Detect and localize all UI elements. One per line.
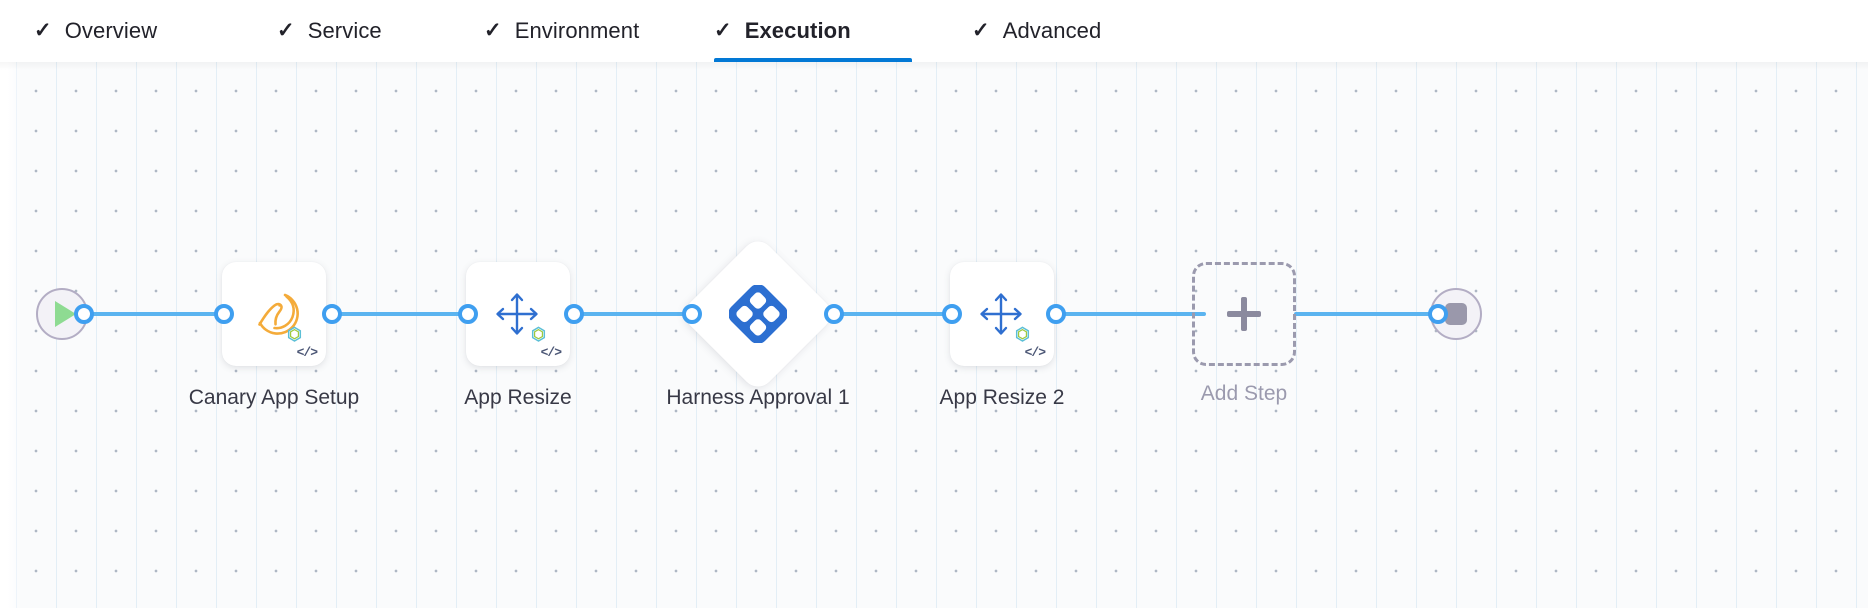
port-approval-in[interactable] (682, 304, 702, 324)
port-start-out[interactable] (74, 304, 94, 324)
tab-advanced[interactable]: ✓ Advanced (972, 0, 1147, 62)
edge-approval-to-appresize2 (828, 312, 958, 316)
tab-environment[interactable]: ✓ Environment (484, 0, 689, 62)
step-label-app-resize: App Resize (464, 386, 572, 409)
step-label-canary-app-setup: Canary App Setup (188, 386, 360, 409)
resize-arrows-icon (975, 289, 1030, 342)
tab-label: Overview (64, 18, 158, 43)
stop-icon (1445, 303, 1467, 325)
port-appresize-in[interactable] (458, 304, 478, 324)
tab-execution[interactable]: ✓ Execution (714, 0, 912, 62)
edge-start-to-canary (86, 312, 236, 316)
port-appresize2-in[interactable] (942, 304, 962, 324)
step-label-harness-approval-1: Harness Approval 1 (666, 386, 850, 409)
tab-service[interactable]: ✓ Service (277, 0, 427, 62)
step-node-app-resize-2[interactable]: </> (950, 262, 1054, 366)
code-icon[interactable]: </> (296, 345, 318, 360)
edge-appresize2-to-addstep (1056, 312, 1206, 316)
hexagon-badge-icon (286, 326, 303, 343)
pipeline-canvas[interactable]: </> Canary App Setup </> App Resize (0, 62, 1868, 608)
tab-active-indicator (714, 58, 912, 62)
hexagon-badge-icon (1014, 326, 1031, 343)
tab-overview[interactable]: ✓ Overview (34, 0, 204, 62)
step-label-app-resize-2: App Resize 2 (939, 386, 1065, 409)
edge-appresize-to-approval (576, 312, 704, 316)
port-canary-in[interactable] (214, 304, 234, 324)
port-canary-out[interactable] (322, 304, 342, 324)
resize-arrows-icon (491, 289, 546, 342)
tab-label: Environment (514, 18, 640, 43)
check-icon: ✓ (277, 18, 295, 42)
canary-bird-icon (247, 289, 302, 342)
add-step-button[interactable] (1192, 262, 1296, 366)
add-step-label: Add Step (1200, 382, 1288, 405)
check-icon: ✓ (34, 18, 52, 42)
port-appresize-out[interactable] (564, 304, 584, 324)
play-icon (54, 301, 76, 327)
harness-logo-icon (729, 285, 787, 343)
tab-label: Service (307, 18, 382, 43)
check-icon: ✓ (484, 18, 502, 42)
port-appresize2-out[interactable] (1046, 304, 1066, 324)
code-icon[interactable]: </> (1024, 345, 1046, 360)
edge-canary-to-appresize (332, 312, 482, 316)
port-approval-out[interactable] (824, 304, 844, 324)
step-node-canary-app-setup[interactable]: </> (222, 262, 326, 366)
step-node-harness-approval-1[interactable] (678, 234, 838, 394)
hexagon-badge-icon (530, 326, 547, 343)
port-end-in[interactable] (1428, 304, 1448, 324)
tab-label: Advanced (1002, 18, 1102, 43)
check-icon: ✓ (972, 18, 990, 42)
pipeline-tab-bar: ✓ Overview ✓ Service ✓ Environment ✓ Exe… (0, 0, 1868, 62)
tab-label: Execution (744, 18, 851, 43)
check-icon: ✓ (714, 18, 732, 42)
edge-addstep-to-end (1294, 312, 1450, 316)
code-icon[interactable]: </> (540, 345, 562, 360)
plus-icon (1227, 297, 1261, 331)
step-node-app-resize[interactable]: </> (466, 262, 570, 366)
